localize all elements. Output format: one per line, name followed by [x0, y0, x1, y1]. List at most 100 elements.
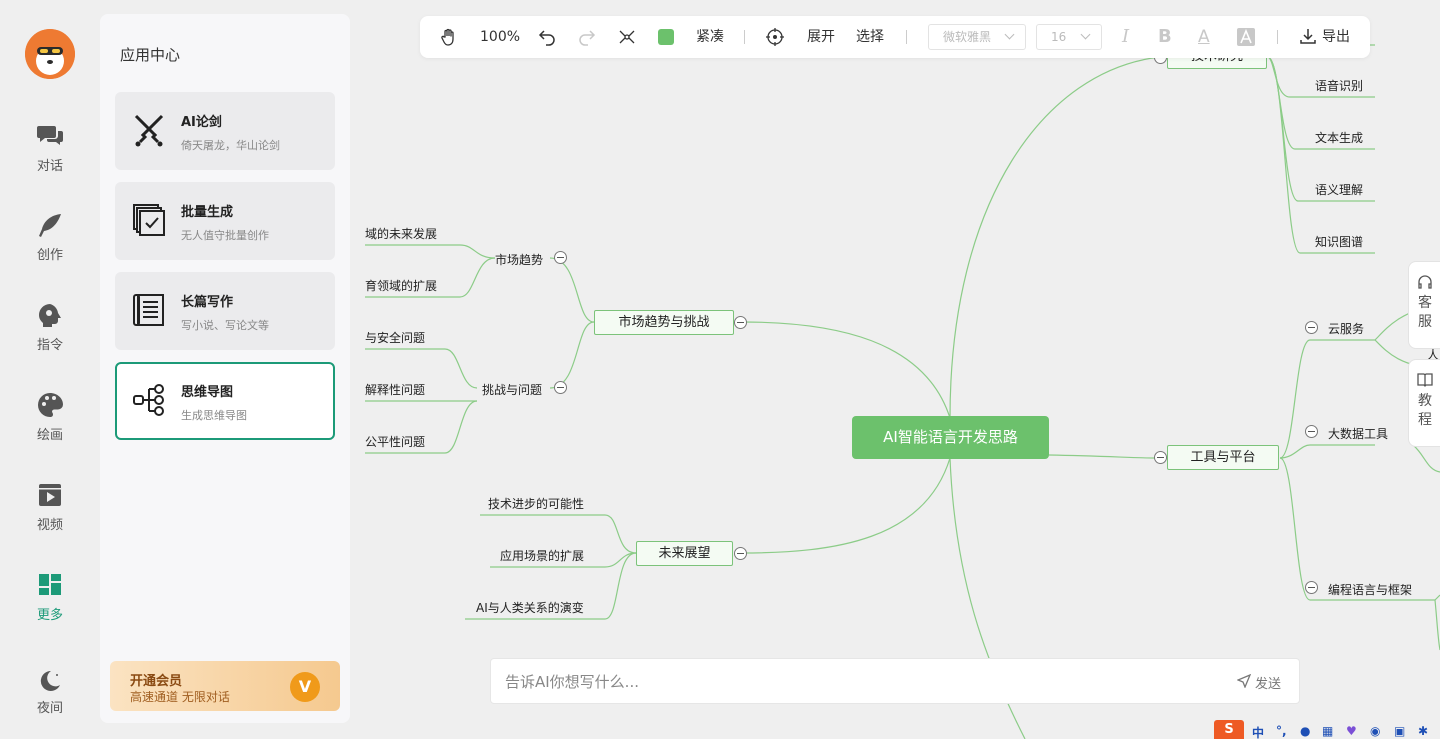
grid-icon — [39, 574, 61, 595]
mindmap-leaf[interactable]: 知识图谱 — [1315, 235, 1364, 249]
mindmap-leaf[interactable]: 文本生成 — [1315, 131, 1364, 145]
tutorial-tab[interactable]: 教程 — [1408, 359, 1440, 447]
font-family-select[interactable]: 微软雅黑 — [928, 24, 1026, 50]
mindmap-node-lang[interactable]: 编程语言与框架 — [1328, 583, 1413, 597]
robot-icon[interactable]: ◉ — [1370, 724, 1381, 738]
redo-button[interactable] — [578, 16, 598, 58]
export-button[interactable]: 导出 — [1300, 16, 1352, 58]
collapse-toggle[interactable] — [734, 547, 747, 560]
mindmap-leaf[interactable]: 与安全问题 — [365, 331, 426, 345]
mindmap-leaf[interactable]: 公平性问题 — [365, 435, 426, 449]
locate-button[interactable] — [766, 16, 786, 58]
undo-button[interactable] — [538, 16, 558, 58]
card-title: AI论剑 — [181, 115, 222, 130]
card-long-writing[interactable]: 长篇写作 写小说、写论文等 — [115, 272, 335, 350]
structure-button[interactable] — [618, 16, 638, 58]
punctuation-icon[interactable]: °, — [1276, 724, 1287, 738]
select-button[interactable]: 选择 — [856, 29, 884, 45]
panel-title: 应用中心 — [120, 46, 181, 64]
mindmap-node-tools[interactable]: 工具与平台 — [1167, 445, 1279, 470]
highlight-icon — [1237, 28, 1255, 46]
mindmap-node-market-trend[interactable]: 市场趋势 — [495, 253, 544, 267]
hand-icon — [441, 28, 454, 46]
vip-title: 开通会员 — [130, 674, 183, 689]
toolbox-icon[interactable]: ▣ — [1394, 724, 1406, 738]
collapse-toggle[interactable] — [734, 316, 747, 329]
mindmap-leaf[interactable]: AI与人类关系的演变 — [476, 601, 584, 615]
ime-lang-toggle[interactable]: 中 — [1252, 726, 1265, 739]
expand-button[interactable]: 展开 — [807, 29, 835, 45]
rail-label: 绘画 — [36, 428, 63, 443]
rail-item-night[interactable]: 夜间 — [10, 669, 90, 733]
mindmap-root[interactable]: AI智能语言开发思路 — [852, 416, 1049, 459]
vip-banner[interactable]: 开通会员 高速通道 无限对话 V — [110, 661, 340, 711]
card-mind-map[interactable]: 思维导图 生成思维导图 — [115, 362, 335, 440]
rail-label: 指令 — [36, 338, 63, 353]
theme-color-swatch[interactable] — [658, 16, 674, 58]
italic-button[interactable]: I — [1122, 26, 1130, 47]
mindmap-icon — [133, 384, 164, 416]
send-button[interactable]: 发送 — [1236, 673, 1281, 692]
mindmap-leaf[interactable]: 语义理解 — [1315, 183, 1364, 197]
mindmap-node-challenge[interactable]: 挑战与问题 — [482, 383, 543, 397]
rail-label: 视频 — [36, 518, 63, 533]
side-tab-label: 客服 — [1418, 295, 1432, 330]
card-subtitle: 倚天屠龙，华山论剑 — [181, 139, 280, 152]
sogou-logo-icon[interactable]: S — [1214, 720, 1244, 739]
toolbar-divider — [744, 30, 745, 44]
prompt-input[interactable] — [505, 669, 1205, 695]
rail-label: 创作 — [36, 248, 63, 263]
skin-icon[interactable]: ♥ — [1346, 724, 1357, 738]
chevron-down-icon — [1004, 29, 1015, 40]
mindmap-node-cloud[interactable]: 云服务 — [1328, 322, 1365, 336]
bold-button[interactable]: B — [1158, 26, 1172, 47]
pan-tool-button[interactable] — [440, 16, 462, 58]
redo-icon — [579, 30, 596, 46]
settings-icon[interactable]: ✱ — [1418, 724, 1429, 738]
mindmap-leaf[interactable]: 育领域的扩展 — [365, 279, 438, 293]
palette-icon — [38, 393, 63, 417]
rail-item-create[interactable]: 创作 — [10, 212, 90, 276]
scroll-icon — [133, 294, 164, 326]
collapse-toggle[interactable] — [1305, 581, 1318, 594]
mindmap-leaf-partial[interactable]: 人 — [1427, 348, 1440, 362]
mindmap-leaf[interactable]: 应用场景的扩展 — [500, 549, 585, 563]
rail-item-chat[interactable]: 对话 — [10, 123, 90, 187]
collapse-toggle[interactable] — [1154, 451, 1167, 464]
headset-icon — [1418, 275, 1432, 289]
card-subtitle: 写小说、写论文等 — [181, 319, 269, 332]
rail-item-more[interactable]: 更多 — [10, 572, 90, 636]
font-color-button[interactable]: A — [1198, 27, 1210, 47]
mindmap-leaf[interactable]: 技术进步的可能性 — [488, 497, 585, 511]
batch-icon — [133, 204, 165, 236]
chat-icon — [37, 126, 63, 145]
mindmap-canvas[interactable]: AI智能语言开发思路 市场趋势与挑战 市场趋势 域的未来发展 育领域的扩展 挑战… — [365, 0, 1440, 739]
avatar[interactable] — [25, 29, 75, 79]
rail-item-prompt[interactable]: 指令 — [10, 302, 90, 366]
font-size-select[interactable]: 16 — [1036, 24, 1102, 50]
card-title: 思维导图 — [181, 385, 234, 400]
card-ai-debate[interactable]: AI论剑 倚天屠龙，华山论剑 — [115, 92, 335, 170]
rail-item-video[interactable]: 视频 — [10, 482, 90, 546]
mindmap-leaf[interactable]: 语音识别 — [1315, 79, 1364, 93]
collapse-toggle[interactable] — [1305, 321, 1318, 334]
rail-item-paint[interactable]: 绘画 — [10, 392, 90, 456]
card-batch-generate[interactable]: 批量生成 无人值守批量创作 — [115, 182, 335, 260]
feather-icon — [39, 214, 61, 237]
mindmap-node-bigdata[interactable]: 大数据工具 — [1328, 427, 1389, 441]
mindmap-leaf[interactable]: 域的未来发展 — [365, 227, 438, 241]
customer-service-tab[interactable]: 客服 — [1408, 261, 1440, 349]
mindmap-leaf[interactable]: 解释性问题 — [365, 383, 426, 397]
keyboard-icon[interactable]: ▦ — [1322, 724, 1334, 738]
collapse-toggle[interactable] — [554, 251, 567, 264]
zoom-level[interactable]: 100% — [480, 29, 521, 45]
collapse-toggle[interactable] — [1305, 425, 1318, 438]
highlight-button[interactable] — [1237, 16, 1255, 58]
collapse-toggle[interactable] — [554, 381, 567, 394]
layout-compact-button[interactable]: 紧凑 — [696, 29, 724, 45]
rail-label: 更多 — [36, 608, 63, 623]
font-family-value: 微软雅黑 — [943, 30, 992, 44]
mic-icon[interactable]: ● — [1300, 724, 1311, 738]
mindmap-node-future[interactable]: 未来展望 — [636, 541, 733, 566]
mindmap-node-market[interactable]: 市场趋势与挑战 — [594, 310, 734, 335]
